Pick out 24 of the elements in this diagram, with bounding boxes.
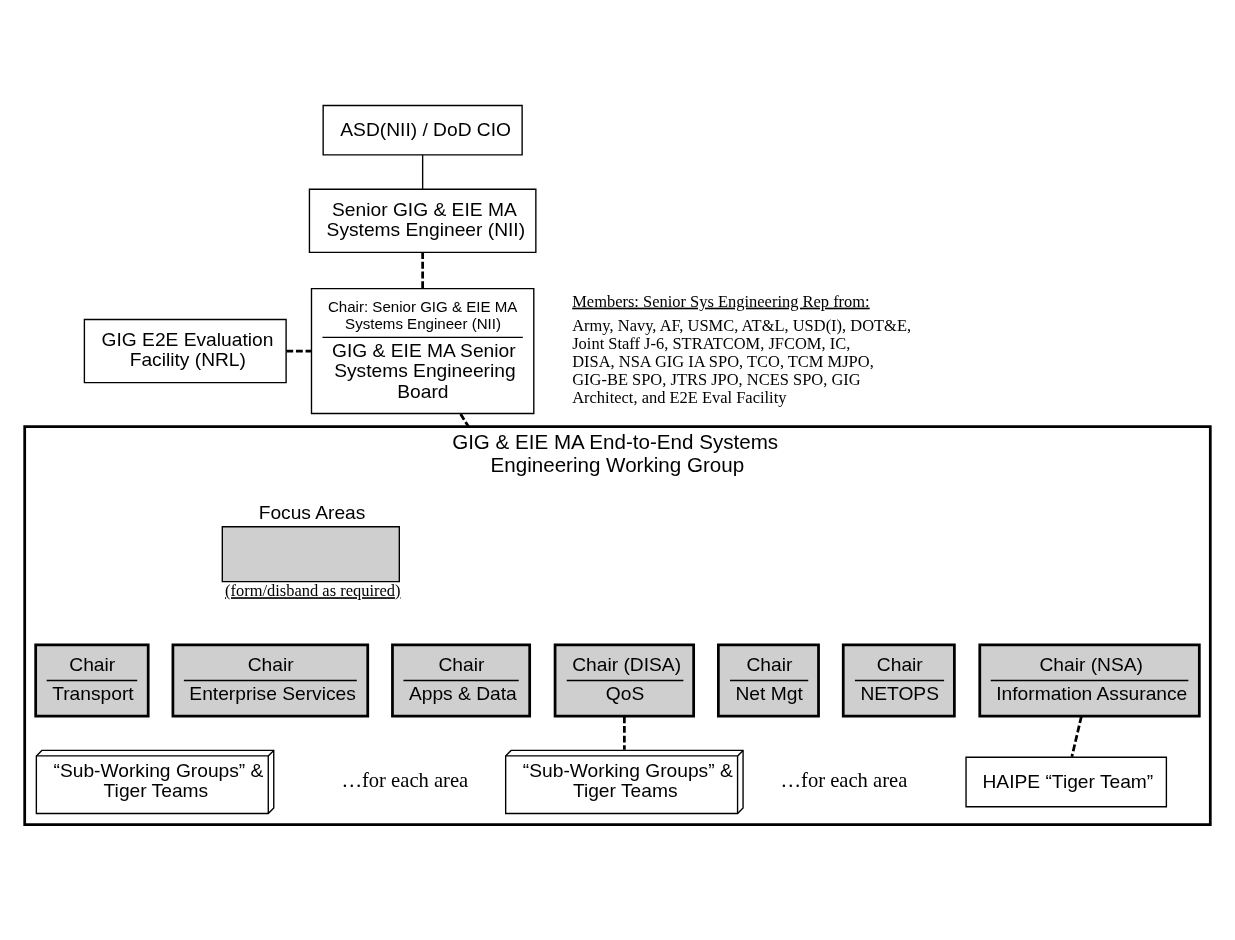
- connector: [421, 153, 424, 190]
- node-box: Chair Net Mgt: [717, 642, 820, 717]
- connector: [459, 412, 470, 427]
- node-label: (form/disband as required): [225, 580, 401, 600]
- node-box: Chair (DISA) QoS: [553, 642, 696, 717]
- label: …for each area: [780, 768, 908, 791]
- node-box: Senior GIG & EIE MA Systems Engineer (NII): [308, 188, 537, 253]
- connector: [286, 349, 312, 352]
- node-box: Chair NETOPS: [841, 642, 956, 717]
- node-label: Focus Areas: [258, 501, 366, 523]
- connector: [1070, 715, 1083, 757]
- node-box: Chair: Senior GIG & EIE MA Systems Engineer (NII) GIG & EIE MA Senior Systems Engineering Board: [310, 287, 535, 414]
- connector: [421, 251, 424, 289]
- node-box: GIG E2E Evaluation Facility (NRL): [83, 318, 287, 383]
- label: …for each area: [341, 768, 469, 791]
- node-box: Chair Transport: [34, 642, 150, 717]
- node-label: Army, Navy, AF, USMC, AT&L, USD(I), DOT&E, Joint Staff J-6, STRATCOM, JFCOM, IC, DISA, NSA GIG IA SPO, TCO, TCM MJPO, GIG-BE SPO, JTRS JPO, NCES SPO, GIG Architect, and E2E Eval Facility: [572, 315, 912, 407]
- node-box: Chair Apps & Data: [391, 642, 532, 717]
- node-label: Members: Senior Sys Engineering Rep from:: [572, 291, 870, 311]
- node-box: Chair (NSA) Information Assurance: [978, 642, 1201, 717]
- connector: [623, 715, 626, 750]
- node-box: Chair Enterprise Services: [171, 642, 370, 717]
- node-box: ASD(NII) / DoD CIO: [322, 104, 523, 156]
- node-box: HAIPE “Tiger Team”: [965, 756, 1168, 807]
